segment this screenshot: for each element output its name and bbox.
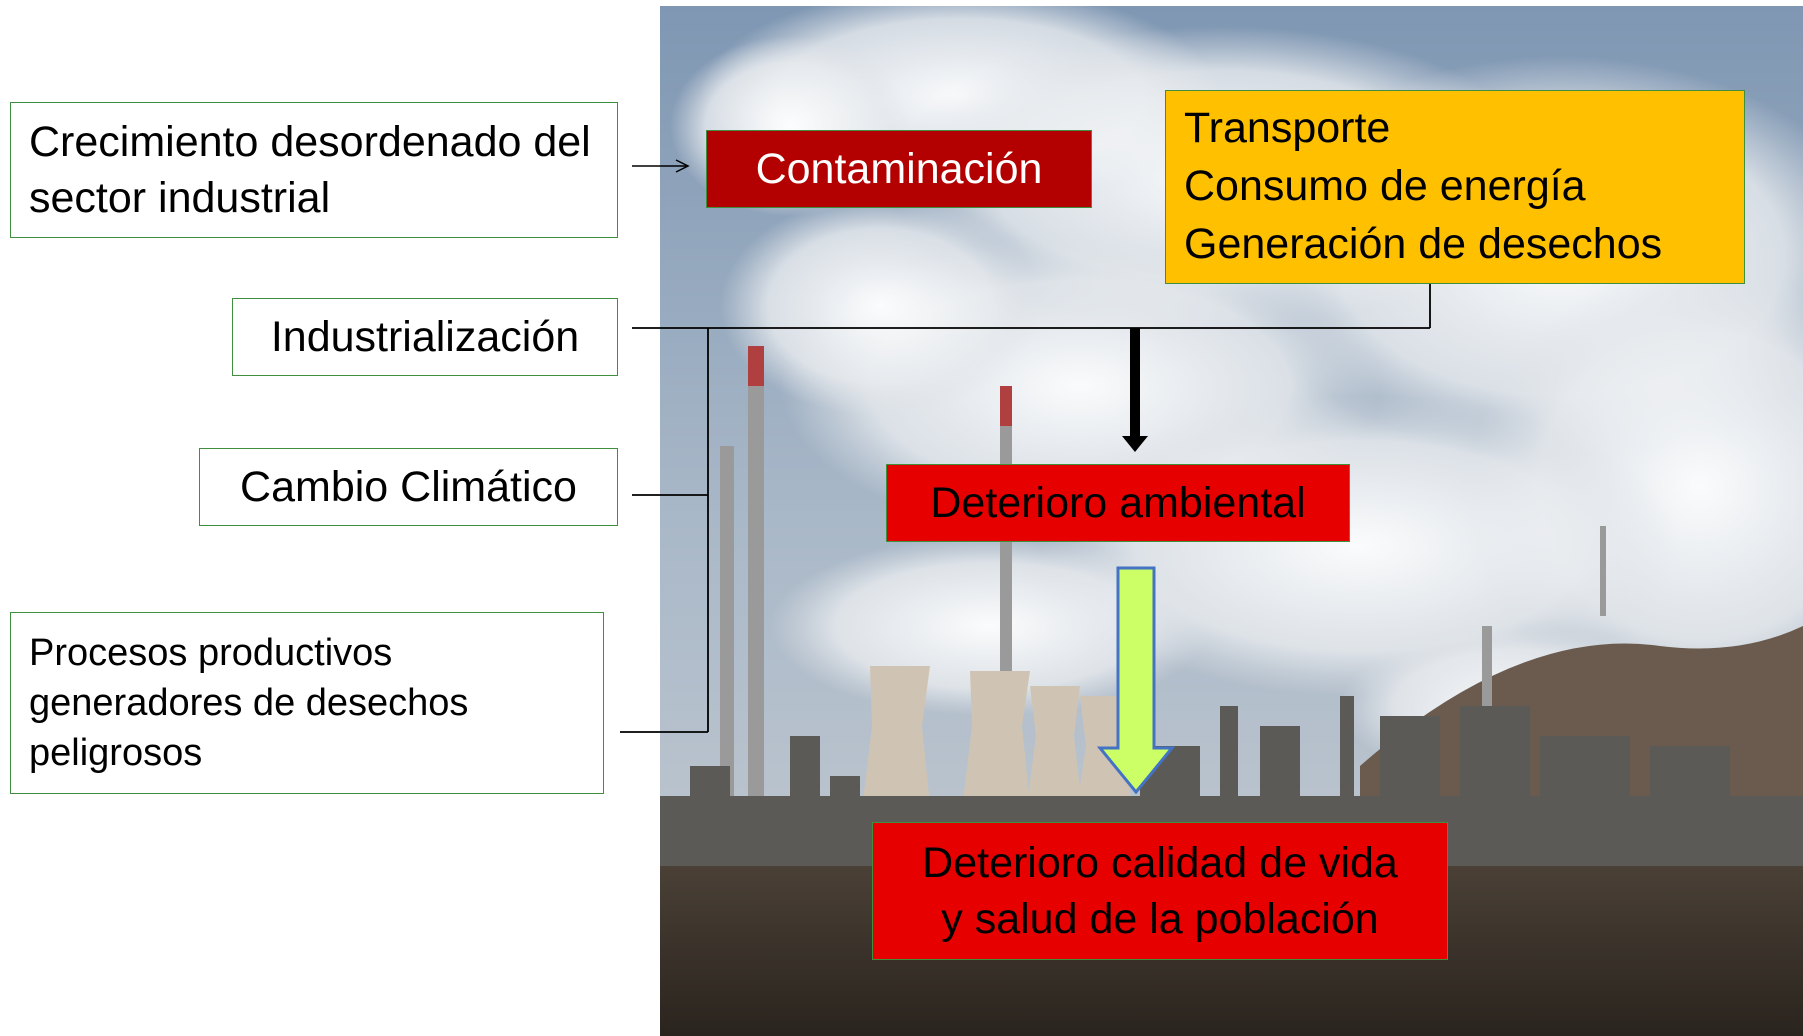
industrializacion-box: Industrialización [232,298,618,376]
factor-generacion-desechos: Generación de desechos [1184,220,1663,268]
contaminacion-label: Contaminación [755,144,1043,193]
crecimiento-box: Crecimiento desordenado del sector indus… [10,102,618,238]
crecimiento-arrow-head [675,159,690,173]
cooling-towers [860,666,1134,826]
factor-transporte: Transporte [1184,104,1391,152]
black-arrow-head [1122,436,1148,452]
procesos-box: Procesos productivos generadores de dese… [10,612,604,794]
deterioro-calidad-line-1: Deterioro calidad de vida [922,839,1398,887]
cambio-climatico-box: Cambio Climático [199,448,618,526]
deterioro-calidad-line-2: y salud de la población [941,895,1379,943]
deterioro-calidad-box: Deterioro calidad de vida y salud de la … [872,822,1448,960]
factores-box: Transporte Consumo de energía Generación… [1165,90,1745,284]
green-down-arrow [1096,566,1176,795]
deterioro-ambiental-box: Deterioro ambiental [886,464,1350,542]
black-arrow-shaft [1130,328,1140,440]
factor-consumo-energia: Consumo de energía [1184,162,1586,210]
cambio-climatico-label: Cambio Climático [240,462,577,511]
industrializacion-label: Industrialización [270,312,580,361]
procesos-label: Procesos productivos generadores de dese… [29,632,469,774]
crecimiento-label: Crecimiento desordenado del sector indus… [29,118,591,222]
contaminacion-box: Contaminación [706,130,1092,208]
deterioro-ambiental-label: Deterioro ambiental [930,478,1306,527]
